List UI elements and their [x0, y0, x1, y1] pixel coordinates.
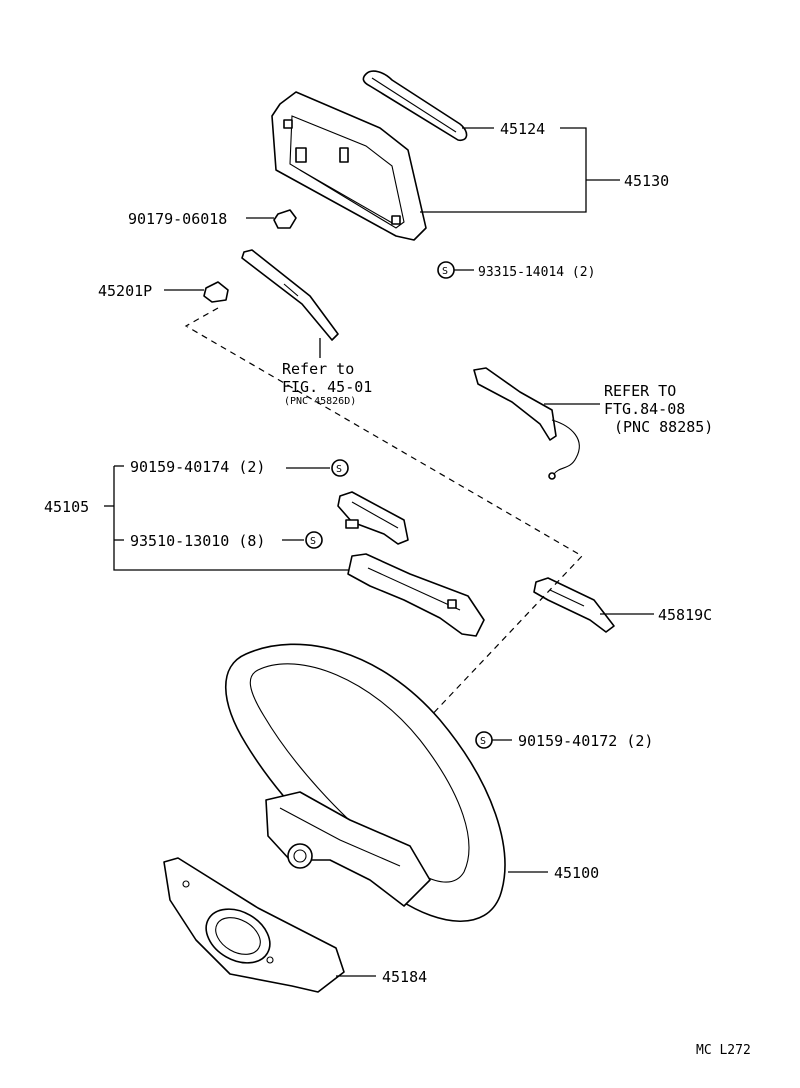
label-refer-ftg-line2: FTG.84-08	[604, 400, 685, 418]
part-45184-lower-cover	[163, 857, 376, 993]
label-45130: 45130	[624, 172, 669, 190]
label-45184: 45184	[382, 968, 427, 986]
label-refer-ftg-line3: (PNC 88285)	[614, 418, 713, 436]
label-93510-13010: 93510-13010 (8)	[130, 532, 265, 550]
label-refer-fig-line2: FIG. 45-01	[282, 378, 372, 396]
svg-text:S: S	[336, 464, 342, 475]
label-90159-40174: 90159-40174 (2)	[130, 458, 265, 476]
label-45201P: 45201P	[98, 282, 152, 300]
label-refer-fig-line1: Refer to	[282, 360, 354, 378]
part-90179-nut	[246, 209, 297, 229]
label-93315-14014: 93315-14014 (2)	[478, 265, 595, 280]
part-45100-steering-wheel	[225, 643, 548, 923]
part-steering-shaft	[241, 249, 339, 358]
svg-text:S: S	[310, 536, 316, 547]
label-refer-fig-line3: (PNC 45826D)	[284, 396, 356, 407]
label-refer-ftg-line1: REFER TO	[604, 382, 676, 400]
part-horn-bracket-wire	[473, 367, 600, 480]
label-45124: 45124	[500, 120, 545, 138]
part-45819C-contact	[533, 577, 654, 633]
leader-45105-group	[104, 465, 352, 571]
dashed-alignment-line	[184, 307, 583, 813]
label-90159-40172: 90159-40172 (2)	[518, 732, 653, 750]
label-45105: 45105	[44, 498, 89, 516]
svg-text:S: S	[480, 736, 486, 747]
s-symbol-93315: S	[437, 261, 474, 279]
part-lower-bracket	[347, 553, 485, 637]
label-45100: 45100	[554, 864, 599, 882]
s-symbol-90159-40174: S	[331, 459, 349, 477]
s-symbol-93510-13010: S	[305, 531, 323, 549]
svg-text:S: S	[442, 266, 448, 277]
part-45201P-nut	[164, 281, 229, 303]
footer-diagram-code: MC L272	[696, 1043, 751, 1058]
label-90179-06018: 90179-06018	[128, 210, 227, 228]
leader-45124-45130	[420, 127, 620, 213]
s-symbol-90159-40172: S	[475, 731, 512, 749]
label-45819C: 45819C	[658, 606, 712, 624]
part-upper-bracket	[337, 491, 409, 545]
part-45130-pad-frame	[271, 91, 427, 241]
part-45124-strip	[362, 70, 468, 142]
